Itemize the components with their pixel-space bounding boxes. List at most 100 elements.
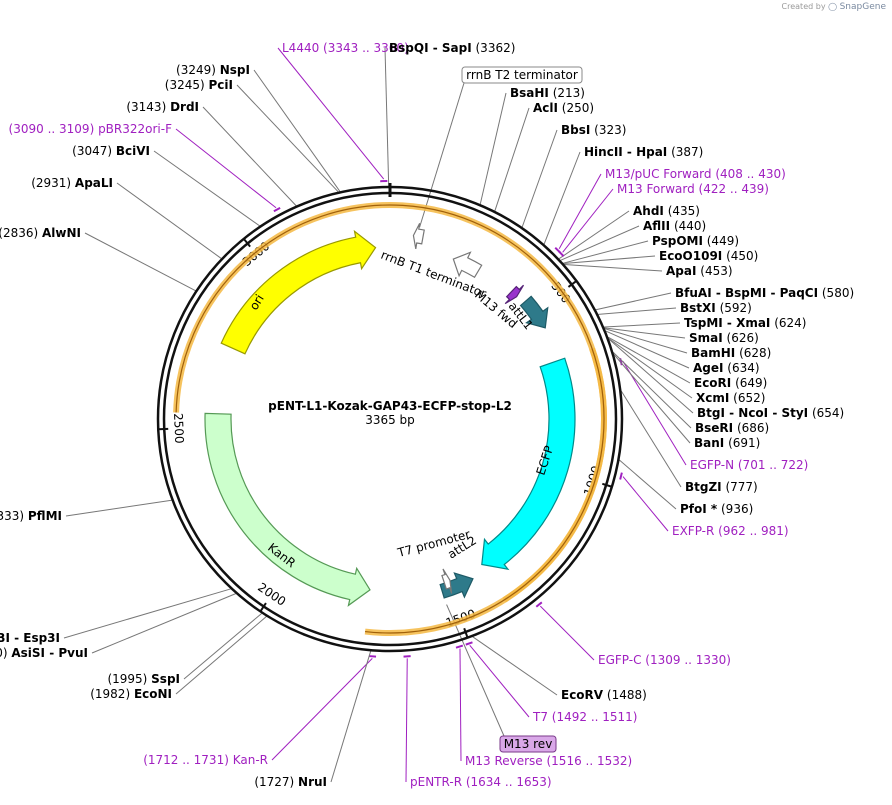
site-label-bspqi-sapi-part1: BspQI - SapI: [389, 41, 472, 55]
site-label-ecoo109i: EcoO109I (450): [659, 249, 758, 263]
site-label-exfp-r-part2: (962 .. 981): [714, 524, 788, 538]
site-label-alwni-leader: [84, 232, 196, 292]
site-label-drdi-leader: [202, 106, 297, 207]
site-label-pentr-r: pENTR-R (1634 .. 1653): [410, 775, 552, 789]
site-label-ecorv-part2: (1488): [603, 688, 647, 702]
site-label-exfp-r-part1: EXFP-R: [672, 524, 714, 538]
site-label-agei-leader: [605, 330, 690, 369]
site-label-m13-forward: M13 Forward (422 .. 439): [617, 182, 769, 196]
site-label-bseri-leader: [612, 352, 692, 429]
site-label-pfoi: PfoI * (936): [680, 502, 753, 516]
site-label-rrnb-t2-terminator-box: [461, 66, 583, 84]
site-label-bseri: BseRI (686): [695, 421, 769, 435]
site-label-ahdi: AhdI (435): [633, 204, 700, 218]
leader-lines: [63, 47, 694, 783]
site-label-bani-leader: [613, 354, 691, 444]
site-label-smai: SmaI (626): [689, 331, 759, 345]
site-label-bfuai-bspmi-paqci-part1: BfuAI - BspMI - PaqCI: [675, 286, 818, 300]
site-label-m13-reverse-mark: [455, 644, 464, 649]
feature-rrnb-t1-terminator: [452, 251, 483, 279]
plasmid-name: pENT-L1-Kozak-GAP43-ECFP-stop-L2: [268, 399, 512, 413]
site-label-t7-leader: [469, 645, 530, 718]
site-label-xcmi-part1: XcmI: [696, 391, 729, 405]
site-label-bseri-part1: BseRI: [695, 421, 733, 435]
site-label-ahdi-part1: AhdI: [633, 204, 664, 218]
site-label-rrnb-t2-terminator: rrnB T2 terminator: [461, 66, 583, 84]
site-label-btgzi-part1: BtgZI: [685, 480, 722, 494]
site-label-sspi-part1: (1995): [107, 672, 151, 686]
site-label-nrui-part1: (1727): [254, 775, 298, 789]
site-label-hincii-hpai-part2: (387): [667, 145, 703, 159]
site-label-egfp-n: EGFP-N (701 .. 722): [690, 458, 808, 472]
site-label-bbsi-leader: [521, 129, 558, 228]
site-label-bcivi-part1: (3047): [72, 144, 116, 158]
site-label-bsahi-part1: BsaHI: [510, 86, 549, 100]
site-label-kan-r-leader: [271, 657, 373, 761]
site-label-pcii: (3245) PciI: [165, 78, 233, 92]
site-label-econi-leader: [175, 616, 267, 695]
site-label-smai-part2: (626): [723, 331, 759, 345]
site-label-egfp-n-leader: [622, 360, 687, 466]
site-label-bani-part1: BanI: [694, 436, 724, 450]
site-label-bamhi-part1: BamHI: [691, 346, 735, 360]
site-label-m13-reverse: M13 Reverse (1516 .. 1532): [465, 754, 632, 768]
site-label-asisi-pvui: (2070) AsiSI - PvuI: [0, 646, 88, 660]
site-label-m13-rev-box: [499, 735, 557, 753]
site-label-pentr-r-leader: [405, 658, 408, 783]
site-label-drdi-part2: DrdI: [170, 100, 199, 114]
site-label-bbsi: BbsI (323): [561, 123, 626, 137]
site-label-acli-part1: AclI: [533, 101, 558, 115]
site-label-apai-leader: [564, 263, 663, 272]
site-label-apai: ApaI (453): [666, 264, 733, 278]
site-label-agei-part2: (634): [723, 361, 759, 375]
site-label-bfuai-bspmi-paqci-part2: (580): [818, 286, 854, 300]
site-label-pentr-r-part1: pENTR-R: [410, 775, 462, 789]
site-label-bstxi-part1: BstXI: [680, 301, 716, 315]
tick-1000: [602, 482, 613, 488]
site-label-bsmbi-esp3i-part2: BsmBI - Esp3I: [0, 631, 60, 645]
site-label-bani: BanI (691): [694, 436, 760, 450]
site-label-kan-r-mark: [368, 655, 377, 658]
site-label-m13-forward-part1: M13 Forward: [617, 182, 695, 196]
site-label-sspi: (1995) SspI: [107, 672, 180, 686]
site-label-pbr322ori-f: (3090 .. 3109) pBR322ori-F: [9, 122, 173, 136]
site-label-agei: AgeI (634): [693, 361, 760, 375]
site-label-pfoi-part2: (936): [717, 502, 753, 516]
site-label-bsahi-part2: (213): [549, 86, 585, 100]
site-label-aflii-part1: AflII: [643, 219, 670, 233]
site-label-bamhi-leader: [604, 328, 688, 354]
snapgene-credit: Created by ◯ SnapGene: [782, 2, 886, 12]
site-label-acli-leader: [494, 107, 530, 212]
feature-rrnb-t2-terminator: [412, 222, 425, 250]
site-label-pspomi: PspOMI (449): [652, 234, 739, 248]
site-label-ecori-leader: [607, 336, 691, 384]
site-label-pbr322ori-f-part1: (3090 .. 3109): [9, 122, 99, 136]
site-label-egfp-c-part1: EGFP-C: [598, 653, 641, 667]
site-label-l4440-leader: [277, 47, 385, 180]
site-label-egfp-n-part1: EGFP-N: [690, 458, 734, 472]
site-label-pflmi: (2333) PflMI: [0, 509, 62, 523]
site-label-aflii-leader: [560, 225, 640, 261]
feature-attl2: [439, 572, 474, 599]
site-label-pbr322ori-f-leader: [175, 128, 277, 209]
site-label-pspomi-leader: [563, 240, 649, 264]
site-label-acli: AclI (250): [533, 101, 594, 115]
site-label-sspi-leader: [183, 613, 262, 680]
site-label-tspmi-xmai-part2: (624): [770, 316, 806, 330]
site-label-econi-part2: EcoNI: [134, 687, 172, 701]
site-label-egfp-n-part2: (701 .. 722): [734, 458, 808, 472]
site-label-m13-puc-forward: M13/pUC Forward (408 .. 430): [605, 167, 786, 181]
plasmid-size: 3365 bp: [365, 413, 415, 427]
site-label-sspi-part2: SspI: [151, 672, 180, 686]
site-label-pspomi-part2: (449): [703, 234, 739, 248]
orf-arcs: [173, 202, 607, 636]
site-label-ahdi-part2: (435): [664, 204, 700, 218]
site-label-ecorv-part1: EcoRV: [561, 688, 604, 702]
site-label-m13-puc-forward-part2: (408 .. 430): [712, 167, 786, 181]
site-label-nrui-leader: [330, 651, 372, 783]
site-label-m13-puc-forward-mark: [554, 247, 561, 254]
site-label-bspqi-sapi-part2: (3362): [472, 41, 516, 55]
created-by-text: Created by: [781, 2, 826, 11]
site-label-bsahi: BsaHI (213): [510, 86, 585, 100]
site-label-btgi-ncoi-styi-part1: BtgI - NcoI - StyI: [697, 406, 808, 420]
